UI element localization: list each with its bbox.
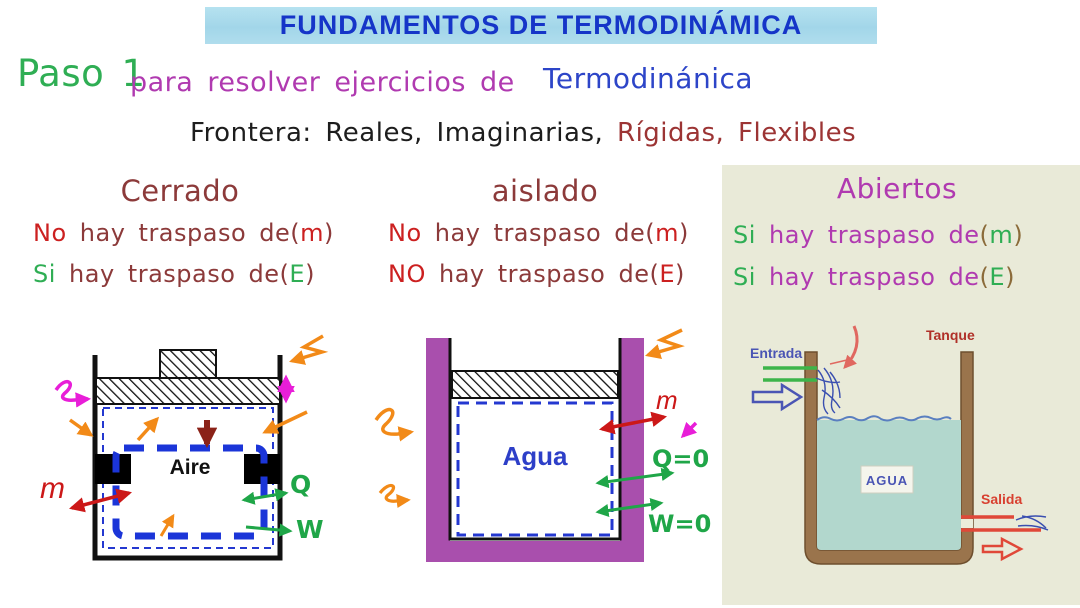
mass-double-arrow <box>598 411 668 435</box>
paren: ( <box>645 219 656 247</box>
open-energy-symbol: E <box>989 263 1006 291</box>
frontier-dark-part: Frontera: Reales, Imaginarias, <box>190 118 604 148</box>
isolated-mass-line: No hay traspaso de(m) <box>388 219 689 247</box>
inlet-splash-scribble <box>815 367 841 415</box>
inlet-label: Entrada <box>750 345 802 361</box>
work-label: W <box>296 515 324 544</box>
heat-label: Q <box>290 470 311 499</box>
open-system-title: Abiertos <box>836 172 958 205</box>
hatched-lid <box>451 370 619 399</box>
heat-double-arrow <box>595 467 675 489</box>
orange-arrow-bottom <box>159 513 175 537</box>
work-double-arrow <box>595 497 664 518</box>
isolated-system-title: aislado <box>491 174 599 208</box>
paren: ( <box>649 260 660 288</box>
paren: ( <box>279 260 290 288</box>
heat-double-arrow <box>241 488 289 505</box>
outlet-label: Salida <box>981 491 1022 507</box>
inner-wall-line <box>448 338 622 541</box>
open-energy-prefix: Si <box>733 263 756 291</box>
mass-double-arrow <box>69 488 132 513</box>
mass-label: m <box>656 385 678 415</box>
insulated-wall-left <box>426 338 450 562</box>
step-subject-text: Termodinánica <box>543 62 754 95</box>
paren: ) <box>1005 263 1015 291</box>
paren: ) <box>679 219 689 247</box>
isolated-energy-body: hay traspaso de <box>438 260 650 288</box>
orange-arrow-left <box>68 418 94 437</box>
open-energy-line: Si hay traspaso de(E) <box>733 263 1015 291</box>
paren: ( <box>290 219 301 247</box>
frontier-line: Frontera: Reales, Imaginarias, Rígidas, … <box>190 118 856 148</box>
orange-zigzag-arrow <box>645 328 685 359</box>
orange-arrow-inside <box>136 416 160 442</box>
isolated-mass-body: hay traspaso de <box>434 219 646 247</box>
open-mass-prefix: Si <box>733 221 756 249</box>
pink-arrow <box>680 421 698 439</box>
open-mass-symbol: m <box>989 221 1014 249</box>
closed-mass-prefix: No <box>33 219 67 247</box>
frontier-red-part: Rígidas, Flexibles <box>617 118 857 148</box>
closed-mass-line: No hay traspaso de(m) <box>33 219 334 247</box>
closed-mass-body: hay traspaso de <box>79 219 291 247</box>
isolated-mass-symbol: m <box>655 219 680 247</box>
isolated-substance-label: Agua <box>503 441 569 471</box>
open-mass-line: Si hay traspaso de(m) <box>733 221 1023 249</box>
isolated-mass-prefix: No <box>388 219 422 247</box>
insulated-wall-right <box>620 338 644 562</box>
closed-system-title: Cerrado <box>120 174 240 208</box>
paren: ) <box>324 219 334 247</box>
heat-label: Q=0 <box>652 445 709 473</box>
water-tag-box <box>860 465 914 494</box>
open-system-diagram: Entrada Tanque AGUA Salida <box>750 325 1049 565</box>
pink-squiggle-arrow <box>54 379 92 408</box>
step-middle-text: para resolver ejercicios de <box>130 67 515 98</box>
closed-system-diagram: Aire m Q W <box>40 334 329 561</box>
outlet-flow-arrow <box>981 536 1024 562</box>
outlet-opening <box>961 519 973 528</box>
page-title: FUNDAMENTOS DE TERMODINÁMICA <box>205 7 877 44</box>
orange-squiggle-arrow-upper <box>374 407 415 442</box>
work-arrow <box>245 523 293 537</box>
work-label: W=0 <box>648 510 711 538</box>
water-tag-label: AGUA <box>866 473 908 488</box>
paren: ) <box>675 260 685 288</box>
water-surface-wave <box>816 415 952 422</box>
open-energy-body: hay traspaso de <box>769 263 980 291</box>
orange-zigzag-arrow <box>289 334 329 365</box>
isolated-system-diagram: Agua m Q=0 W=0 <box>374 328 711 562</box>
closed-mass-symbol: m <box>300 219 325 247</box>
inlet-pour-tick <box>829 359 848 365</box>
isolated-energy-line: NO hay traspaso de(E) <box>388 260 685 288</box>
closed-energy-body: hay traspaso de <box>69 260 280 288</box>
closed-energy-prefix: Si <box>33 260 56 288</box>
orange-squiggle-arrow-lower <box>378 483 411 509</box>
tank-label: Tanque <box>926 327 975 343</box>
outlet-splash-scribble <box>1015 515 1049 531</box>
inlet-flow-arrow <box>751 382 804 412</box>
orange-arrow-right <box>262 410 308 434</box>
open-mass-body: hay traspaso de <box>769 221 980 249</box>
piston-rod-block <box>159 349 217 379</box>
mass-label: m <box>40 472 65 505</box>
isolated-energy-symbol: E <box>659 260 676 288</box>
piston-hatched <box>95 377 281 405</box>
closed-energy-symbol: E <box>289 260 306 288</box>
paren: ) <box>305 260 315 288</box>
inlet-pour-arrow <box>843 325 859 369</box>
step-label: Paso 1 <box>17 52 146 95</box>
isolated-energy-prefix: NO <box>388 260 426 288</box>
paren: ( <box>979 221 990 249</box>
insulated-wall-bottom <box>426 541 644 562</box>
closed-substance-label: Aire <box>170 456 211 479</box>
paren: ( <box>979 263 990 291</box>
closed-energy-line: Si hay traspaso de(E) <box>33 260 315 288</box>
paren: ) <box>1013 221 1024 249</box>
